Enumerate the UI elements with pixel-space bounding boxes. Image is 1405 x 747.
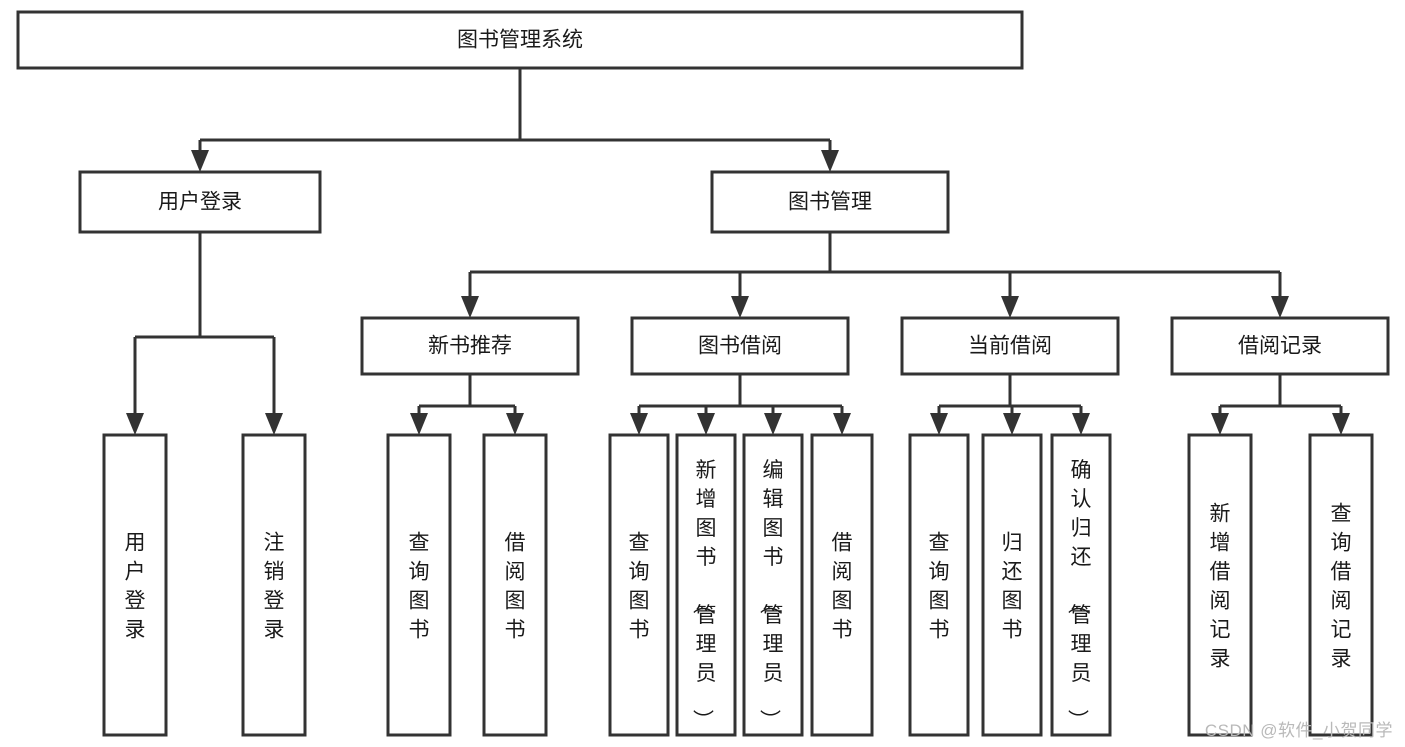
node-root[interactable]: 图书管理系统 <box>16 10 1024 70</box>
node-new-book-rec[interactable]: 新书推荐 <box>360 316 580 376</box>
arrow-head-icon <box>1003 413 1021 435</box>
node-box <box>908 433 970 737</box>
node-label: 确认归还（管理员） <box>1066 459 1092 730</box>
node-box <box>608 433 670 737</box>
node-label: 新增图书（管理员） <box>691 459 717 730</box>
node-bb-add-book[interactable]: 新增图书（管理员） <box>675 433 737 737</box>
node-cb-return-book[interactable]: 归还图书 <box>981 433 1043 737</box>
node-label: 查询借阅记录 <box>1331 503 1352 671</box>
node-br-query-record[interactable]: 查询借阅记录 <box>1308 433 1374 737</box>
node-label: 查询图书 <box>409 532 430 642</box>
arrow-head-icon <box>1211 413 1229 435</box>
node-box <box>241 433 307 737</box>
node-box <box>675 433 737 737</box>
node-user-login[interactable]: 用户登录 <box>78 170 322 234</box>
node-br-add-record[interactable]: 新增借阅记录 <box>1187 433 1253 737</box>
node-cb-query-book[interactable]: 查询图书 <box>908 433 970 737</box>
node-box <box>78 170 322 234</box>
node-label: 归还图书 <box>1002 532 1023 642</box>
node-box <box>710 170 950 234</box>
arrow-head-icon <box>265 413 283 435</box>
arrow-head-icon <box>410 413 428 435</box>
node-user-logout[interactable]: 注销登录 <box>241 433 307 737</box>
arrow-head-icon <box>126 413 144 435</box>
arrow-head-icon <box>821 150 839 172</box>
node-box <box>1187 433 1253 737</box>
node-borrow-record[interactable]: 借阅记录 <box>1170 316 1390 376</box>
arrow-head-icon <box>697 413 715 435</box>
node-label: 新增借阅记录 <box>1210 503 1231 671</box>
node-label: 用户登录 <box>125 532 146 642</box>
arrow-head-icon <box>1271 296 1289 318</box>
node-label: 借阅图书 <box>505 532 526 642</box>
node-label: 用户登录 <box>158 191 242 214</box>
node-label: 编辑图书（管理员） <box>758 459 784 730</box>
arrow-head-icon <box>930 413 948 435</box>
node-box <box>1308 433 1374 737</box>
node-bb-borrow-book[interactable]: 借阅图书 <box>810 433 874 737</box>
node-box <box>1050 433 1112 737</box>
arrow-head-icon <box>833 413 851 435</box>
node-box <box>360 316 580 376</box>
node-bb-edit-book[interactable]: 编辑图书（管理员） <box>742 433 804 737</box>
node-box <box>1170 316 1390 376</box>
node-cb-confirm-return[interactable]: 确认归还（管理员） <box>1050 433 1112 737</box>
arrow-head-icon <box>461 296 479 318</box>
arrow-head-icon <box>731 296 749 318</box>
node-label: 查询图书 <box>629 532 650 642</box>
node-box <box>482 433 548 737</box>
watermark-label: CSDN @软件_小贺同学 <box>1204 721 1393 740</box>
node-label: 借阅记录 <box>1238 335 1322 358</box>
node-label: 查询图书 <box>929 532 950 642</box>
node-book-borrow[interactable]: 图书借阅 <box>630 316 850 376</box>
node-nbr-borrow-book[interactable]: 借阅图书 <box>482 433 548 737</box>
node-user-login-do[interactable]: 用户登录 <box>102 433 168 737</box>
node-box <box>16 10 1024 70</box>
arrow-head-icon <box>506 413 524 435</box>
arrow-head-icon <box>630 413 648 435</box>
arrow-head-icon <box>1332 413 1350 435</box>
node-bb-query-book[interactable]: 查询图书 <box>608 433 670 737</box>
node-box <box>981 433 1043 737</box>
arrow-head-icon <box>764 413 782 435</box>
node-label: 图书管理 <box>788 191 872 214</box>
node-label: 借阅图书 <box>832 532 853 642</box>
node-box <box>102 433 168 737</box>
node-box <box>810 433 874 737</box>
node-box <box>742 433 804 737</box>
node-current-borrow[interactable]: 当前借阅 <box>900 316 1120 376</box>
arrow-head-icon <box>1001 296 1019 318</box>
node-book-manage[interactable]: 图书管理 <box>710 170 950 234</box>
node-box <box>630 316 850 376</box>
node-label: 图书管理系统 <box>457 29 583 52</box>
node-nbr-query-book[interactable]: 查询图书 <box>386 433 452 737</box>
node-label: 注销登录 <box>264 532 285 642</box>
node-label: 新书推荐 <box>428 335 512 358</box>
node-label: 当前借阅 <box>968 335 1052 358</box>
arrow-head-icon <box>191 150 209 172</box>
node-box <box>386 433 452 737</box>
arrow-head-icon <box>1072 413 1090 435</box>
node-box <box>900 316 1120 376</box>
node-label: 图书借阅 <box>698 335 782 358</box>
